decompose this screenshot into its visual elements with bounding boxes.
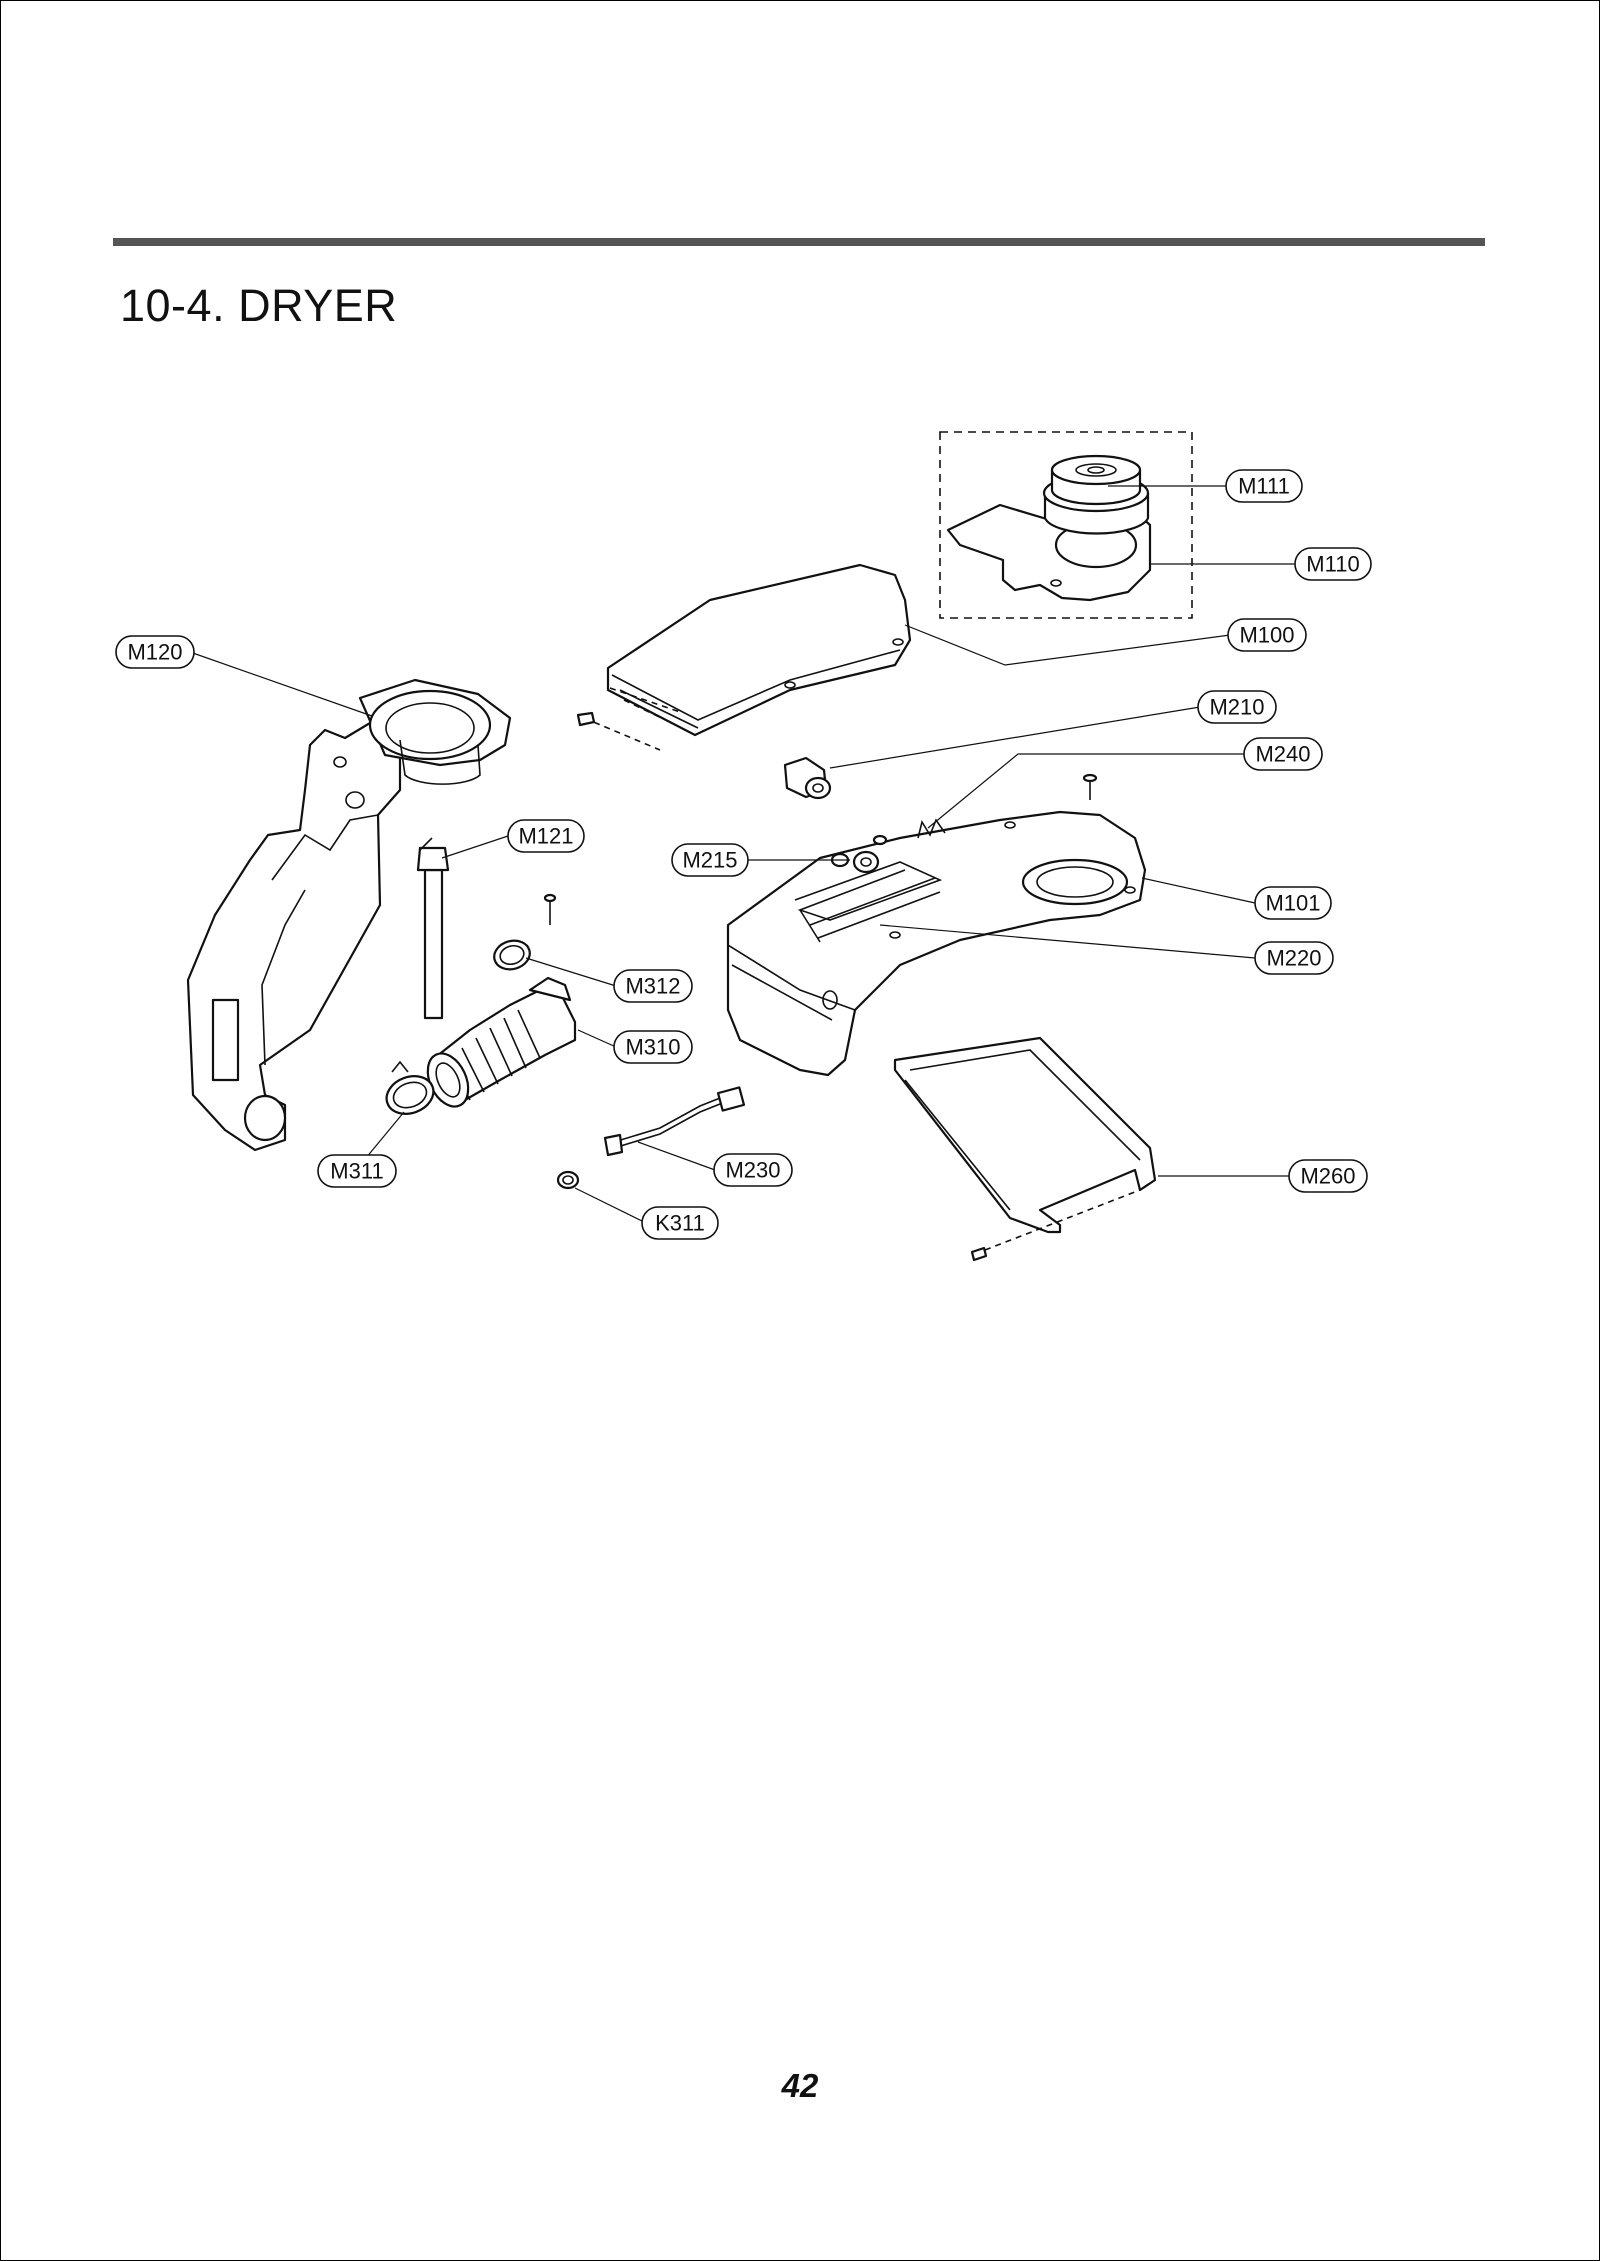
callout-M230: M230 [713, 1153, 793, 1187]
svg-text:M210: M210 [1209, 695, 1264, 720]
svg-text:K311: K311 [655, 1211, 705, 1236]
svg-text:M215: M215 [682, 848, 737, 873]
callout-M101: M101 [1254, 886, 1332, 920]
thermostat-bracket [872, 818, 946, 846]
drain-tube [416, 837, 450, 1020]
callout-M215: M215 [671, 843, 749, 877]
callout-M310: M310 [613, 1030, 693, 1064]
svg-text:M311: M311 [330, 1159, 383, 1184]
support-bracket [893, 1036, 1157, 1262]
hose-ring-gasket [493, 893, 557, 971]
callout-M312: M312 [613, 969, 693, 1003]
svg-text:M100: M100 [1239, 623, 1294, 648]
drying-duct [186, 678, 512, 1152]
screw-m240 [1082, 773, 1098, 800]
fan-motor-assembly [946, 454, 1152, 602]
wire-harness [556, 1086, 746, 1190]
svg-text:M220: M220 [1266, 946, 1321, 971]
callout-M240: M240 [1243, 737, 1323, 771]
hose-clamp [385, 1060, 435, 1115]
condenser-duct [726, 810, 1147, 1077]
callout-M311: M311 [317, 1154, 397, 1188]
page-number: 42 [781, 2067, 819, 2104]
bellows-hose [426, 976, 577, 1108]
svg-text:M310: M310 [625, 1035, 680, 1060]
grommet [556, 1170, 580, 1190]
svg-text:M121: M121 [518, 824, 573, 849]
svg-text:M110: M110 [1306, 552, 1359, 577]
svg-text:M120: M120 [127, 640, 182, 665]
thermostat-sensor [783, 756, 832, 800]
svg-text:M260: M260 [1300, 1164, 1355, 1189]
callout-K311: K311 [641, 1206, 719, 1240]
callout-M100: M100 [1227, 618, 1307, 652]
callout-M121: M121 [507, 819, 585, 853]
section-title: 10-4. DRYER [120, 280, 398, 331]
callout-M210: M210 [1197, 690, 1277, 724]
svg-text:M230: M230 [725, 1158, 780, 1183]
callout-M220: M220 [1254, 941, 1334, 975]
svg-text:M240: M240 [1255, 742, 1310, 767]
svg-text:M312: M312 [625, 974, 680, 999]
header-rule [113, 238, 1485, 246]
fan-assembly-group-box [939, 431, 1193, 619]
callout-M110: M110 [1294, 547, 1372, 581]
callout-M111: M111 [1225, 469, 1303, 503]
heater-coil [794, 861, 943, 943]
callout-M120: M120 [115, 635, 195, 669]
fan-motor [1050, 454, 1142, 486]
callout-M260: M260 [1288, 1159, 1368, 1193]
svg-text:M101: M101 [1265, 891, 1320, 916]
svg-text:M111: M111 [1238, 474, 1290, 499]
duct-cover [576, 563, 912, 751]
